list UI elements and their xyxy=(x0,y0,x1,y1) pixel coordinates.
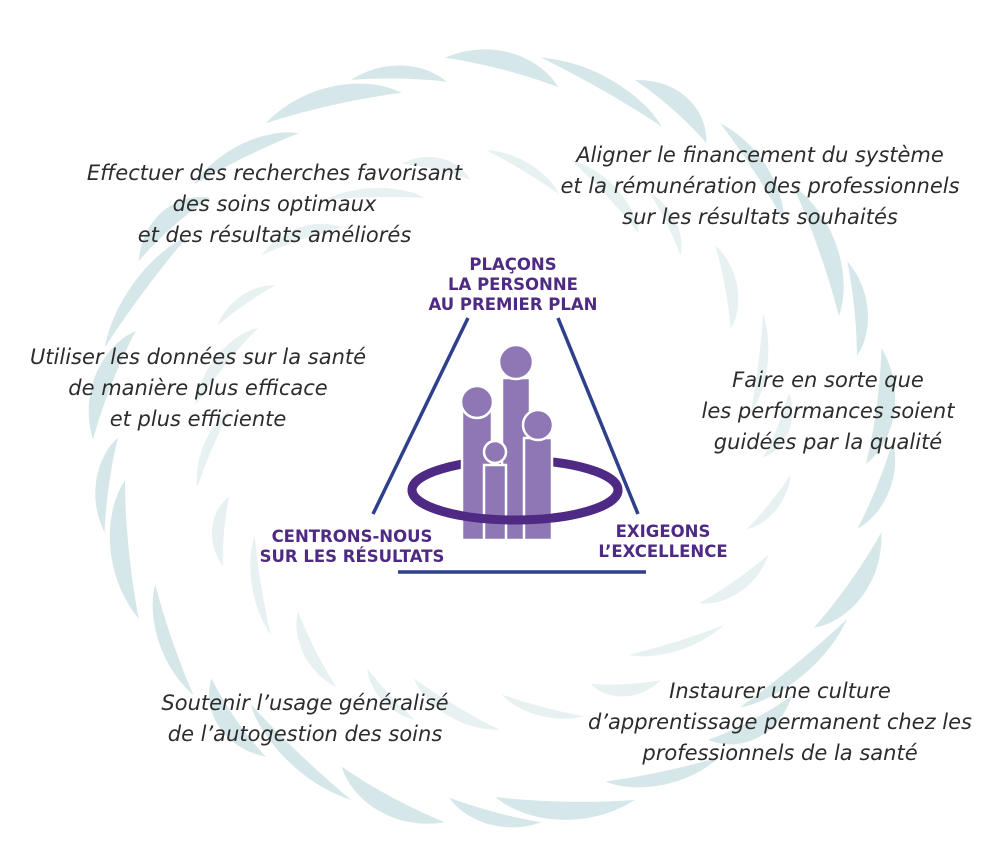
ring-item-funding-line-1: Aligner le financement du système xyxy=(576,143,944,167)
ring-item-quality-line-1: Faire en sorte que xyxy=(732,368,924,392)
swirl-leaf xyxy=(634,79,707,144)
swirl-leaf-inner xyxy=(649,192,682,256)
swirl-leaf-inner xyxy=(296,611,337,688)
ring-item-research-line-3: et des résultats améliorés xyxy=(137,223,412,247)
ring-item-research-line-1: Effectuer des recherches favorisant xyxy=(86,161,463,185)
core-label-outcomes-line-2: SUR LES RÉSULTATS xyxy=(259,547,445,566)
triangle-left-side xyxy=(371,317,470,515)
core-label-person-first-line-1: PLAÇONS xyxy=(469,255,557,274)
swirl-leaf-inner xyxy=(763,392,793,458)
swirl-leaf-inner xyxy=(628,624,725,657)
figure-right-head xyxy=(521,408,555,442)
core-label-outcomes-line-1: CENTRONS-NOUS xyxy=(271,527,433,546)
swirl-leaf xyxy=(351,65,447,82)
swirl-leaf-inner xyxy=(401,156,471,180)
ring-item-quality: Faire en sorte que les performances soie… xyxy=(668,365,987,458)
swirl-leaf xyxy=(341,766,445,824)
swirl-leaf-inner xyxy=(750,313,769,413)
ring-item-health-data: Utiliser les données sur la santé de man… xyxy=(0,342,396,435)
swirl-leaf xyxy=(265,83,402,124)
swirl-leaf-inner xyxy=(325,188,426,200)
swirl-leaf xyxy=(209,678,266,757)
ring-item-learning-culture-line-1: Instaurer une culture xyxy=(669,679,891,703)
swirl-leaf xyxy=(792,184,844,316)
ring-item-funding-line-2: et la rémunération des professionnels xyxy=(560,174,960,198)
ring-item-learning-culture: Instaurer une culture d’apprentissage pe… xyxy=(575,676,985,769)
figure-small-body xyxy=(482,463,508,542)
core-label-person-first-line-2: LA PERSONNE xyxy=(448,275,578,294)
swirl-leaf xyxy=(88,330,136,440)
swirl-leaf xyxy=(708,695,793,745)
swirl-leaf xyxy=(449,797,542,828)
swirl-leaf-inner xyxy=(501,694,585,719)
swirl-leaf xyxy=(444,49,559,88)
swirl-leaf xyxy=(95,437,118,533)
ring-item-health-data-line-2: de manière plus efficace xyxy=(68,376,328,400)
swirl-leaf xyxy=(605,756,721,788)
swirl-leaf xyxy=(847,261,868,356)
triangle-right-side xyxy=(556,317,640,515)
figure-left-head xyxy=(459,384,495,420)
swirl-leaf-inner xyxy=(715,245,739,329)
swirl-leaf xyxy=(152,584,194,696)
swirl-leaf xyxy=(193,132,299,185)
swirl-leaf xyxy=(109,480,139,619)
swirl-leaf xyxy=(495,797,635,820)
swirl-leaf-inner xyxy=(196,409,231,488)
figure-small-head xyxy=(482,439,508,465)
ring-item-research-line-2: des soins optimaux xyxy=(172,192,377,216)
ring-item-health-data-line-1: Utiliser les données sur la santé xyxy=(29,345,367,369)
ring-item-funding-line-3: sur les résultats souhaités xyxy=(622,205,898,229)
swirl-leaf xyxy=(865,347,896,465)
ring-item-research: Effectuer des recherches favorisant des … xyxy=(62,158,487,251)
swirl-leaf xyxy=(813,532,882,628)
ring-item-quality-line-3: guidées par la qualité xyxy=(713,430,943,454)
swirl-leaf xyxy=(138,196,211,262)
ring-item-quality-line-2: les performances soient xyxy=(701,399,955,423)
swirl-leaf-inner xyxy=(698,554,769,604)
ring-item-self-management: Soutenir l’usage généralisé de l’autoges… xyxy=(140,688,470,750)
ring-item-learning-culture-line-2: d’apprentissage permanent chez les xyxy=(588,710,972,734)
core-label-excellence-line-2: L’EXCELLENCE xyxy=(598,542,728,561)
ring-item-self-management-line-1: Soutenir l’usage généralisé xyxy=(161,691,449,715)
swirl-leaf xyxy=(857,440,896,529)
figure-right-body xyxy=(522,436,554,542)
ring-item-health-data-line-3: et plus efficiente xyxy=(109,407,287,431)
swirl-leaf-inner xyxy=(250,536,271,635)
ring-item-funding: Aligner le financement du système et la … xyxy=(540,140,980,233)
ring-item-learning-culture-line-3: professionnels de la santé xyxy=(642,741,918,765)
swirl-leaf-inner xyxy=(217,285,275,326)
core-label-person-first-line-3: AU PREMIER PLAN xyxy=(428,295,598,314)
core-label-outcomes: CENTRONS-NOUS SUR LES RÉSULTATS xyxy=(242,527,462,567)
swirl-leaf-inner xyxy=(590,680,661,697)
core-label-excellence: EXIGEONS L’EXCELLENCE xyxy=(568,522,758,562)
swirl-leaf-inner xyxy=(211,496,230,567)
swirl-leaf-inner xyxy=(261,223,343,256)
people-figure-icon xyxy=(459,343,555,542)
core-label-excellence-line-1: EXIGEONS xyxy=(615,522,711,541)
figure-tall-head xyxy=(497,343,535,381)
core-label-person-first: PLAÇONS LA PERSONNE AU PREMIER PLAN xyxy=(403,255,623,315)
ring-item-self-management-line-2: de l’autogestion des soins xyxy=(167,722,443,746)
emblem-ring-front xyxy=(407,489,623,525)
swirl-leaf-inner xyxy=(413,678,500,730)
